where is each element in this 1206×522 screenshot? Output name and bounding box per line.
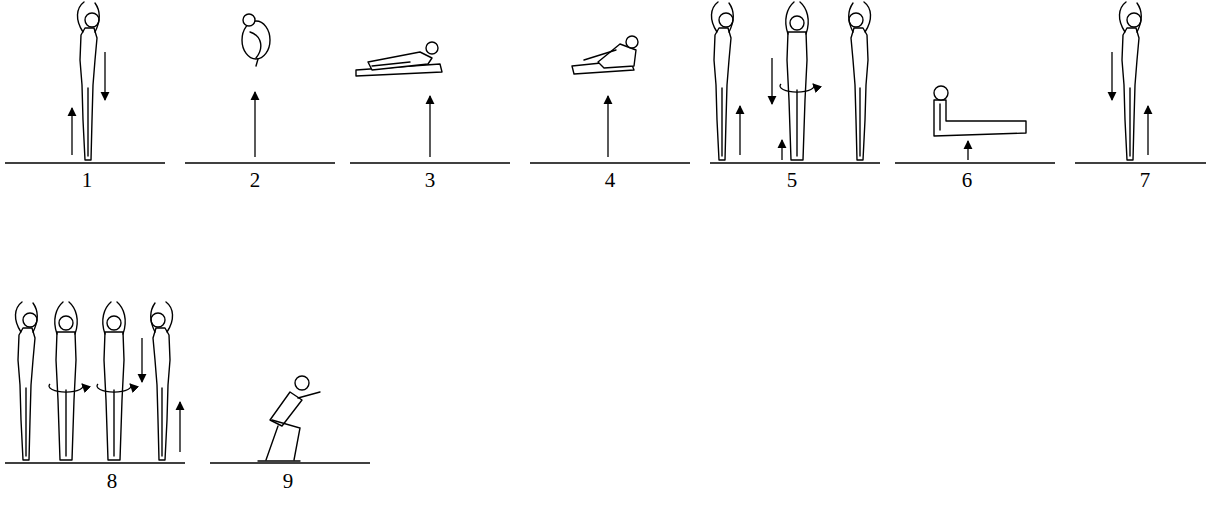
turning-jumper	[103, 302, 125, 460]
ground-line	[5, 162, 165, 163]
straight-jumper	[151, 302, 173, 460]
jumper-head	[243, 14, 255, 26]
jumper-head	[295, 376, 309, 390]
motion-arrow	[104, 52, 105, 100]
motion-arrow	[781, 140, 782, 160]
rotation-arrow	[97, 384, 131, 392]
straight-jumper	[15, 302, 37, 460]
jumper-feet	[258, 460, 300, 461]
ground-line	[350, 162, 510, 163]
callout-number: 3	[425, 170, 436, 191]
ground-line	[5, 462, 185, 463]
motion-arrow	[71, 108, 72, 155]
callout-number: 8	[107, 471, 118, 492]
straight-jumper	[77, 2, 99, 160]
callout-number: 6	[962, 170, 973, 191]
ground-line	[210, 462, 370, 463]
callout-number: 7	[1140, 170, 1151, 191]
ground-lines	[5, 163, 1206, 463]
ground-line	[710, 162, 880, 163]
callout-number: 4	[605, 170, 616, 191]
jumper-leg	[272, 420, 300, 460]
jumper-arm	[584, 50, 616, 60]
jumper-head	[426, 42, 438, 54]
landing-squat	[258, 376, 320, 461]
motion-arrow	[1111, 52, 1112, 100]
ground-line	[530, 162, 690, 163]
callout-number: 2	[250, 170, 261, 191]
callout-number: 1	[82, 170, 93, 191]
rotation-arrow	[49, 384, 83, 392]
motion-arrow	[967, 141, 968, 160]
jumper-head	[934, 86, 948, 100]
jumper-body	[934, 100, 1026, 136]
callout-number: 9	[283, 471, 294, 492]
tuck-feet	[256, 59, 258, 66]
straight-jumper	[711, 2, 733, 160]
rotation-arrow	[780, 84, 814, 92]
straddle-jumper	[356, 42, 442, 76]
jumper-leg	[266, 426, 278, 460]
jumper-arm	[298, 392, 320, 398]
turning-jumper	[786, 2, 808, 160]
motion-arrow	[1147, 106, 1148, 155]
pike-sit-jumper	[934, 86, 1026, 136]
straight-jumper	[1119, 2, 1141, 160]
motion-arrow	[607, 96, 608, 157]
ground-line	[1075, 162, 1206, 163]
motion-arrow	[739, 106, 740, 155]
pike-jumper	[572, 36, 638, 74]
motion-arrow	[254, 92, 255, 157]
ground-line	[895, 162, 1055, 163]
motion-arrow	[179, 402, 180, 452]
jumper-head	[626, 36, 638, 48]
motion-arrow	[141, 338, 142, 382]
jumper-torso	[368, 52, 432, 70]
callout-number: 5	[787, 170, 798, 191]
tuck-arm	[250, 32, 261, 58]
motion-arrow	[429, 96, 430, 157]
turning-jumper	[55, 302, 77, 460]
straight-jumper	[849, 2, 871, 160]
tuck-body	[242, 21, 270, 59]
motion-arrow	[771, 58, 772, 104]
jumper-arm	[939, 104, 940, 130]
ground-line	[185, 162, 335, 163]
tuck-jumper	[242, 14, 270, 66]
jumper-arm	[372, 62, 410, 66]
